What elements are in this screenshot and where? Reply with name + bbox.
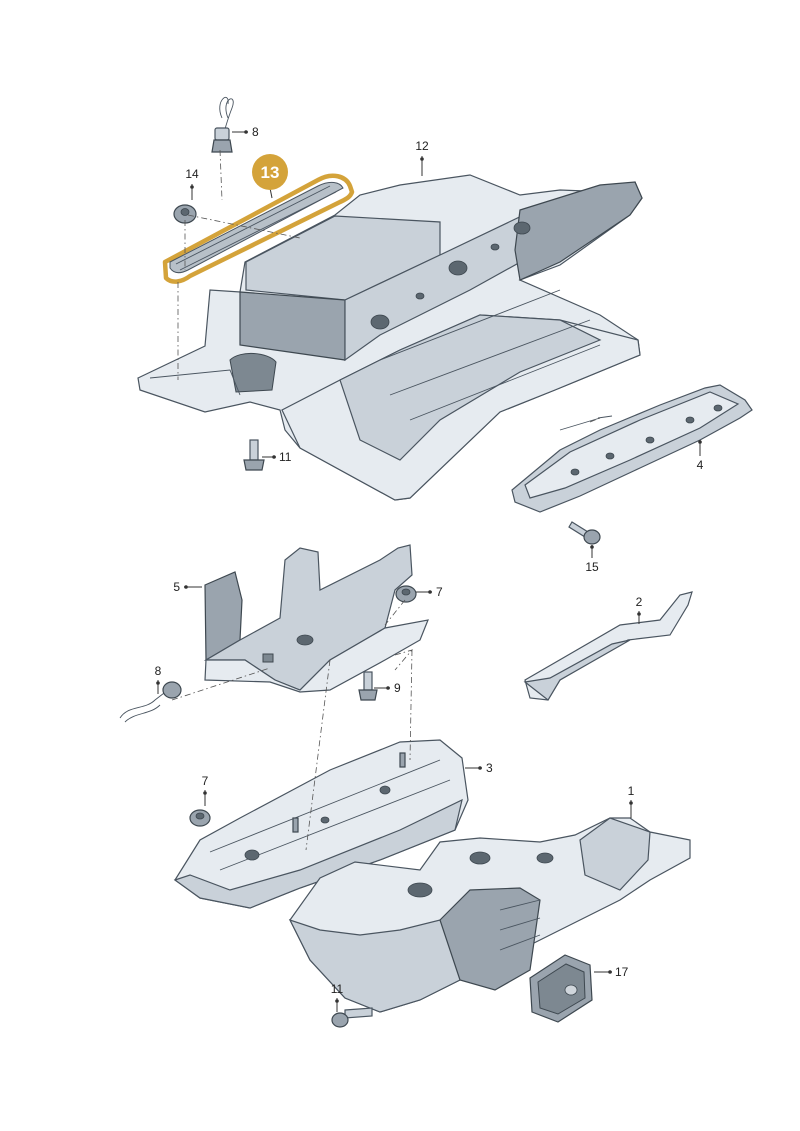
callout-14[interactable]: 14	[185, 167, 199, 200]
svg-text:7: 7	[436, 585, 443, 599]
callout-8-mid[interactable]: 8	[155, 664, 162, 694]
svg-text:8: 8	[252, 125, 259, 139]
svg-text:11: 11	[279, 450, 292, 464]
callout-11-low[interactable]: 11	[331, 982, 344, 1012]
callout-7-mid[interactable]: 7	[416, 585, 443, 599]
part-17-switch	[529, 954, 593, 1023]
callout-17[interactable]: 17	[594, 965, 629, 979]
part-11-bolt-low	[331, 1007, 373, 1028]
part-11-bolt-top	[243, 439, 265, 471]
part-2-trim-strip	[523, 591, 693, 701]
svg-text:12: 12	[415, 139, 429, 153]
svg-text:11: 11	[331, 982, 344, 996]
svg-text:1: 1	[628, 784, 635, 798]
callout-12[interactable]: 12	[415, 139, 429, 176]
part-4-bracket	[511, 384, 753, 513]
callout-1[interactable]: 1	[628, 784, 635, 818]
part-8-cable-top	[211, 97, 234, 153]
callout-11-top[interactable]: 11	[262, 450, 292, 464]
callout-15[interactable]: 15	[585, 545, 599, 574]
svg-text:7: 7	[202, 774, 209, 788]
part-3-airbag-module	[173, 739, 469, 909]
callout-4[interactable]: 4	[697, 440, 704, 472]
svg-text:2: 2	[636, 595, 643, 609]
svg-text:4: 4	[697, 458, 704, 472]
part-1-lower-shell	[288, 817, 691, 1013]
callout-3[interactable]: 3	[465, 761, 493, 775]
callout-9[interactable]: 9	[374, 681, 401, 695]
callout-5[interactable]: 5	[173, 580, 202, 594]
part-13-gasket-highlight	[162, 173, 355, 284]
part-7-nut-mid	[395, 585, 417, 603]
callout-7-low[interactable]: 7	[202, 774, 209, 806]
part-8-cable-mid	[119, 681, 182, 723]
assembly-lines	[171, 149, 601, 851]
svg-text:15: 15	[585, 560, 599, 574]
part-14-nut	[173, 204, 197, 224]
part-13-badge[interactable]: 13	[252, 154, 288, 199]
svg-text:17: 17	[615, 965, 629, 979]
part-5-mounting-bracket	[203, 544, 429, 693]
part-7-nut-low	[189, 809, 211, 827]
part-9-bolt	[358, 671, 378, 701]
callout-8-top[interactable]: 8	[232, 125, 259, 139]
svg-text:9: 9	[394, 681, 401, 695]
svg-text:3: 3	[486, 761, 493, 775]
svg-text:5: 5	[173, 580, 180, 594]
part-15-screw	[568, 521, 601, 545]
part-13-badge-number: 13	[261, 163, 280, 182]
callout-2[interactable]: 2	[636, 595, 643, 624]
svg-text:14: 14	[185, 167, 199, 181]
svg-text:8: 8	[155, 664, 162, 678]
